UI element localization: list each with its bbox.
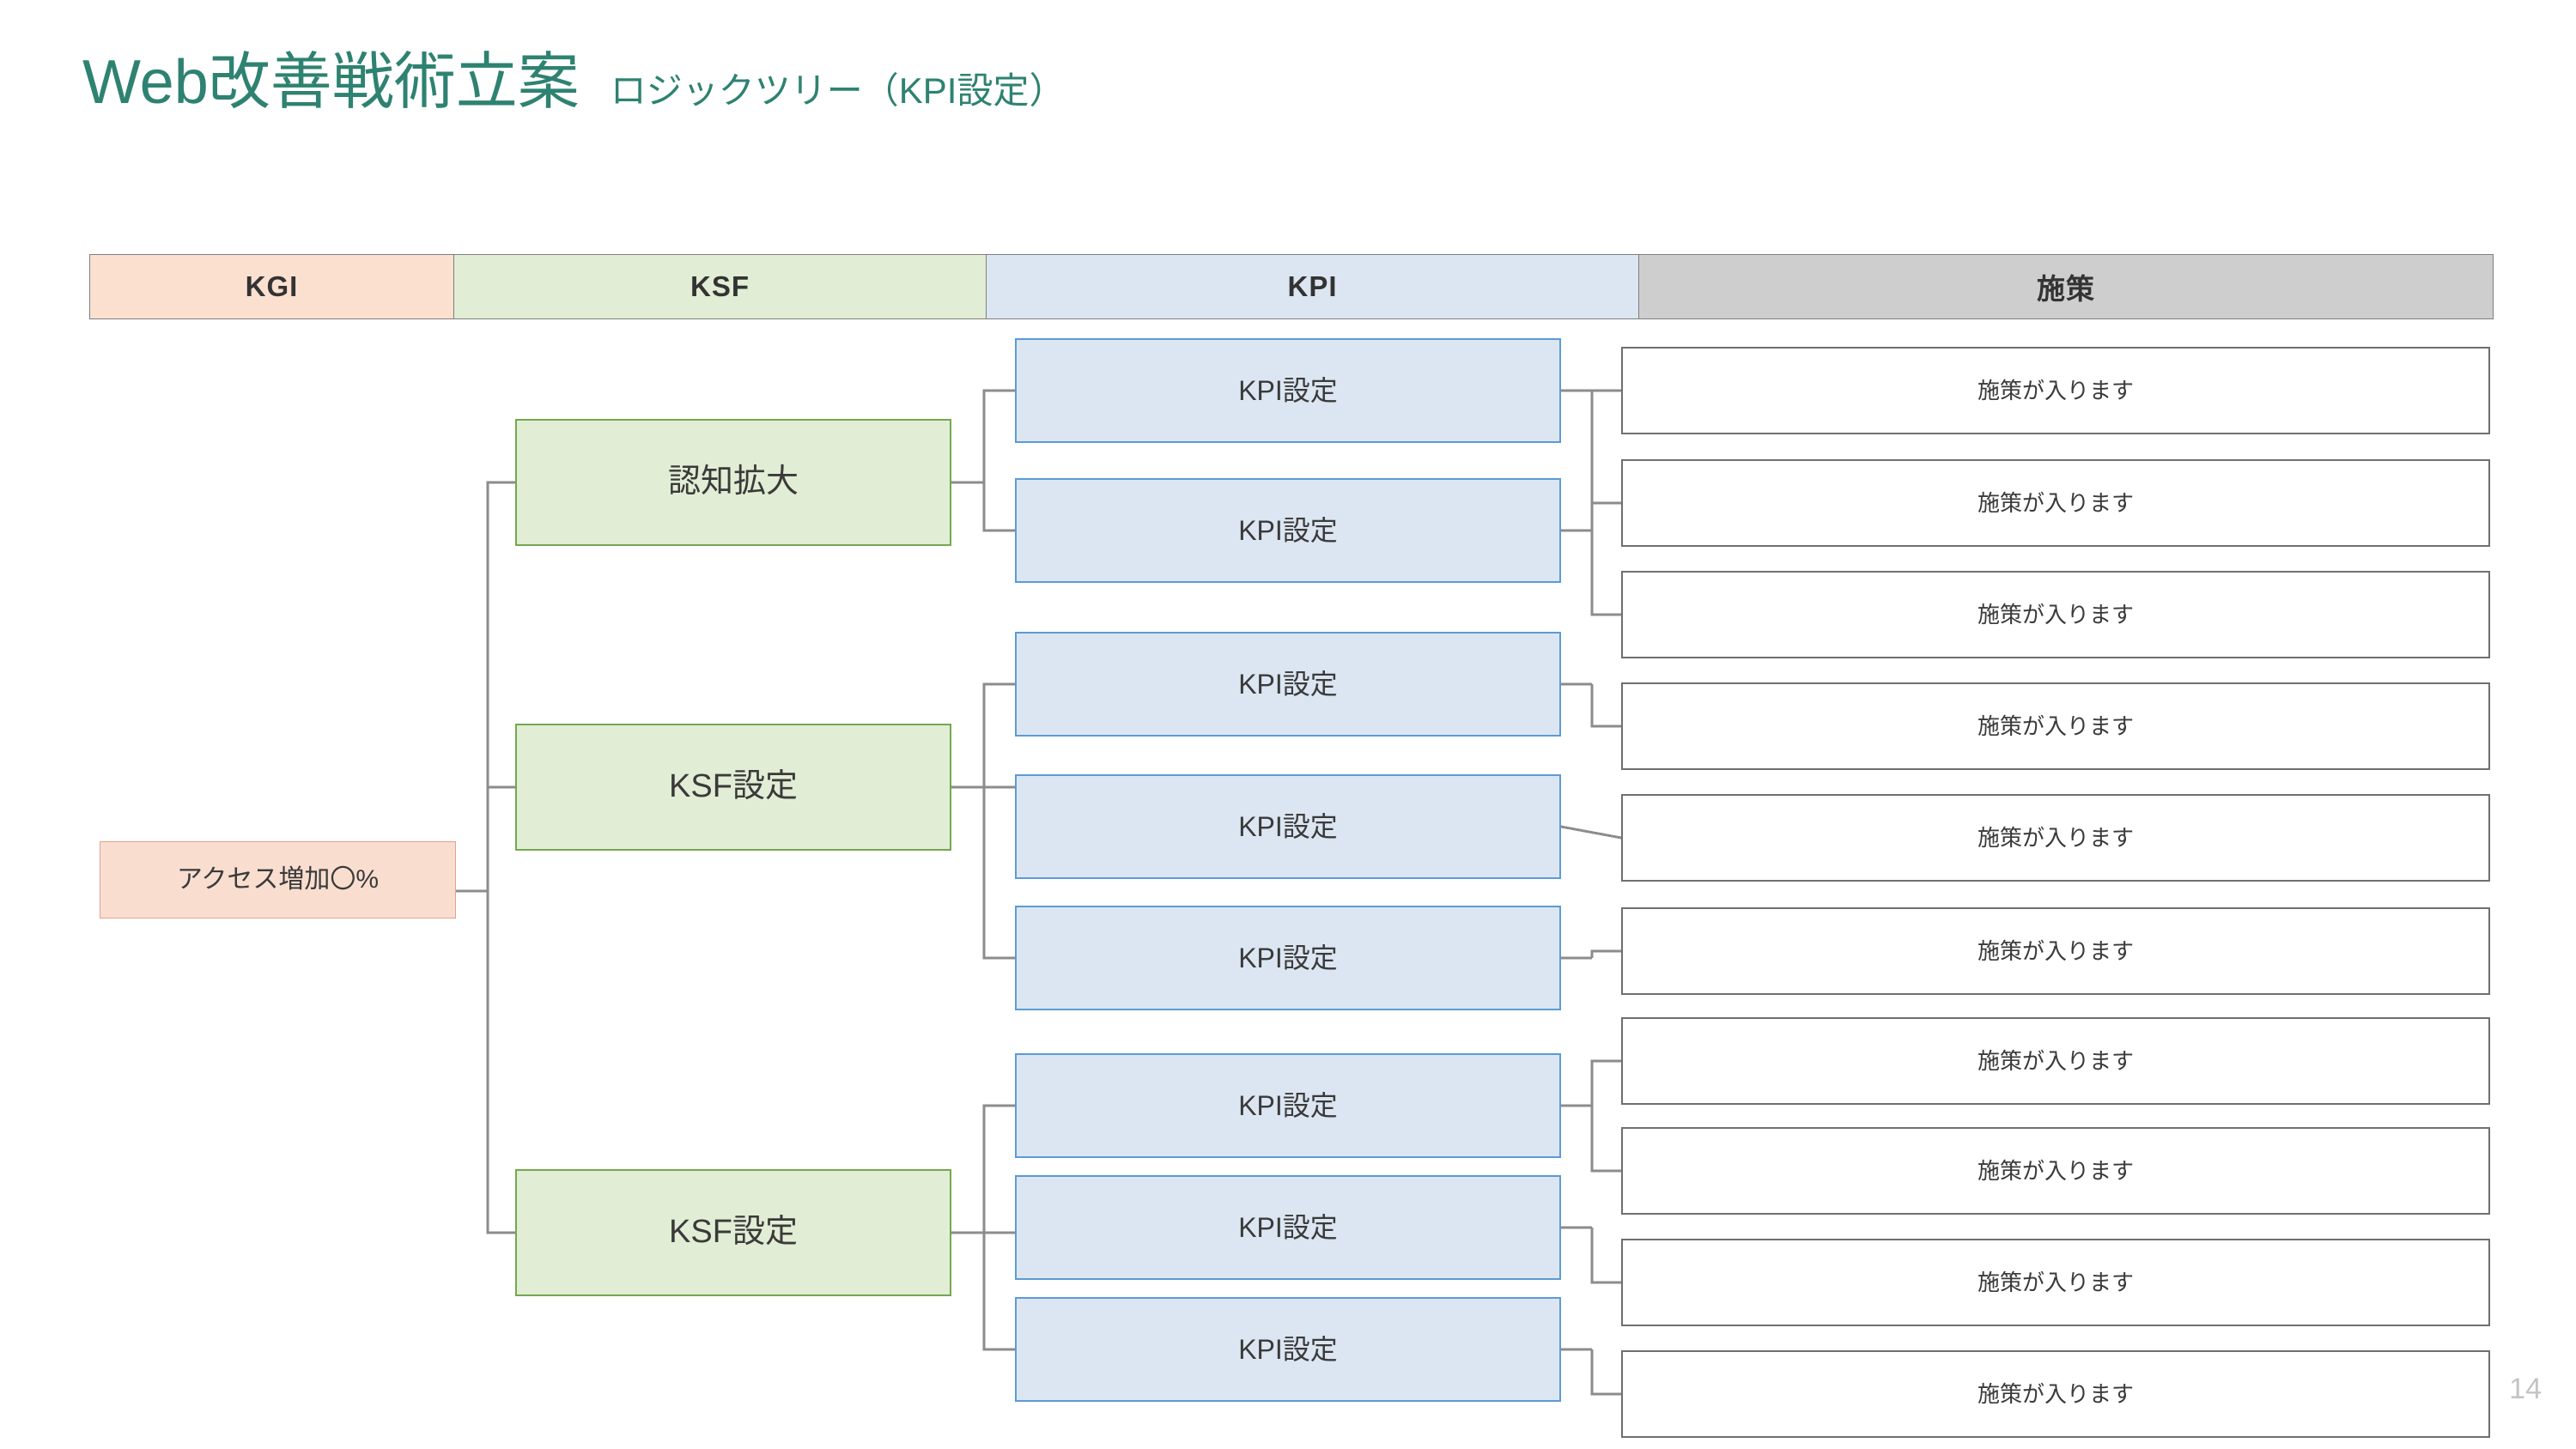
- kgi-node[interactable]: アクセス増加〇%: [100, 841, 456, 919]
- sisaku-node-9[interactable]: 施策が入ります: [1621, 1239, 2490, 1326]
- ksf-node-1[interactable]: 認知拡大: [515, 419, 951, 546]
- ksf-node-3[interactable]: KSF設定: [515, 1169, 951, 1296]
- kpi-node-6[interactable]: KPI設定: [1015, 1053, 1561, 1158]
- kpi-node-3[interactable]: KPI設定: [1015, 632, 1561, 737]
- kpi-node-5[interactable]: KPI設定: [1015, 906, 1561, 1010]
- column-header-band: KGI KSF KPI 施策: [89, 254, 2494, 319]
- sisaku-node-3[interactable]: 施策が入ります: [1621, 571, 2490, 658]
- sisaku-node-7[interactable]: 施策が入ります: [1621, 1017, 2490, 1105]
- sisaku-node-8[interactable]: 施策が入ります: [1621, 1127, 2490, 1215]
- kpi-node-1[interactable]: KPI設定: [1015, 338, 1561, 443]
- sisaku-node-4[interactable]: 施策が入ります: [1621, 682, 2490, 770]
- sisaku-node-10[interactable]: 施策が入ります: [1621, 1350, 2490, 1438]
- sisaku-node-6[interactable]: 施策が入ります: [1621, 907, 2490, 995]
- slide-title-block: Web改善戦術立案 ロジックツリー（KPI設定）: [82, 52, 1065, 113]
- kpi-node-2[interactable]: KPI設定: [1015, 478, 1561, 583]
- column-header-kpi: KPI: [987, 254, 1639, 319]
- column-header-ksf: KSF: [454, 254, 987, 319]
- page-title: Web改善戦術立案: [82, 48, 580, 117]
- sisaku-node-1[interactable]: 施策が入ります: [1621, 347, 2490, 434]
- kpi-node-8[interactable]: KPI設定: [1015, 1297, 1561, 1402]
- column-header-sisaku: 施策: [1639, 254, 2494, 319]
- sisaku-node-5[interactable]: 施策が入ります: [1621, 794, 2490, 882]
- kpi-node-4[interactable]: KPI設定: [1015, 774, 1561, 879]
- column-header-kgi: KGI: [89, 254, 454, 319]
- sisaku-node-2[interactable]: 施策が入ります: [1621, 459, 2490, 547]
- kpi-node-7[interactable]: KPI設定: [1015, 1175, 1561, 1280]
- page-number: 14: [2509, 1373, 2542, 1405]
- ksf-node-2[interactable]: KSF設定: [515, 724, 951, 851]
- page-subtitle: ロジックツリー（KPI設定）: [610, 70, 1066, 111]
